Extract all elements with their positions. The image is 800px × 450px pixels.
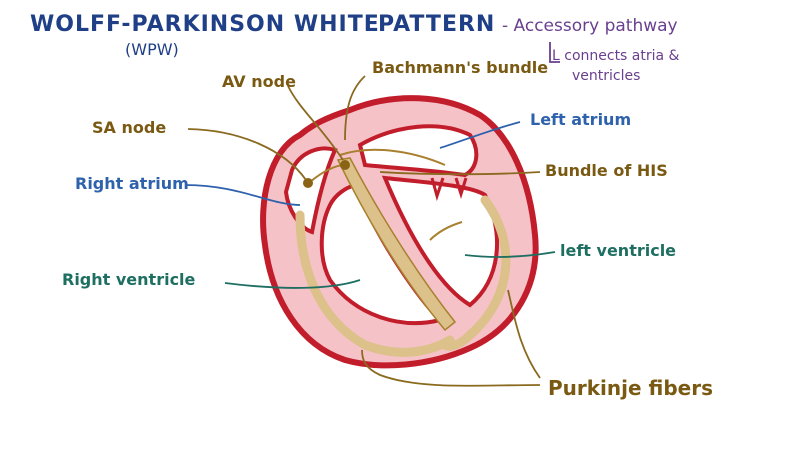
title-abbrev: (WPW) bbox=[125, 40, 179, 59]
left-atrium-cavity bbox=[357, 124, 479, 178]
label-left-atrium: Left atrium bbox=[530, 110, 632, 129]
leader-left-atrium bbox=[439, 121, 521, 149]
label-bachmanns-bundle: Bachmann's bundle bbox=[372, 58, 549, 77]
label-right-atrium: Right atrium bbox=[75, 174, 189, 193]
label-sa-node: SA node bbox=[92, 118, 167, 137]
leader-purkinje-1 bbox=[361, 349, 541, 387]
label-left-ventricle: left ventricle bbox=[560, 241, 677, 260]
sa-node-dot bbox=[303, 178, 313, 188]
title-main: WOLFF-PARKINSON WHITE bbox=[30, 12, 380, 37]
title-pattern: PATTERN bbox=[378, 12, 496, 37]
note-bracket bbox=[549, 42, 560, 63]
leader-left-ventricle bbox=[464, 251, 556, 258]
left-ventricle-cavity bbox=[381, 175, 499, 308]
av-node-dot bbox=[340, 160, 350, 170]
leader-bundle-of-his bbox=[379, 171, 541, 176]
label-bundle-of-his: Bundle of HIS bbox=[545, 161, 668, 180]
leader-sa-node bbox=[187, 128, 307, 181]
label-right-ventricle: Right ventricle bbox=[62, 270, 196, 289]
purkinje-branch bbox=[429, 221, 463, 241]
note-ventricles: ventricles bbox=[572, 68, 641, 84]
valve-right bbox=[454, 177, 468, 200]
bachmanns-bundle-line bbox=[339, 148, 446, 166]
leader-av-node bbox=[287, 85, 344, 161]
leader-purkinje-2 bbox=[507, 289, 541, 379]
valve-left bbox=[430, 177, 445, 202]
purkinje-wall-left bbox=[440, 195, 511, 351]
leader-right-ventricle bbox=[224, 279, 361, 289]
label-purkinje-fibers: Purkinje fibers bbox=[548, 376, 714, 400]
purkinje-wall-right bbox=[295, 210, 455, 357]
leader-right-atrium bbox=[184, 184, 301, 206]
bundle-of-his-band bbox=[336, 157, 457, 332]
label-av-node: AV node bbox=[222, 72, 296, 91]
note-connects: L connects atria & bbox=[552, 48, 680, 64]
leader-bachmanns bbox=[344, 75, 366, 141]
note-accessory-pathway: - Accessory pathway bbox=[502, 16, 678, 36]
